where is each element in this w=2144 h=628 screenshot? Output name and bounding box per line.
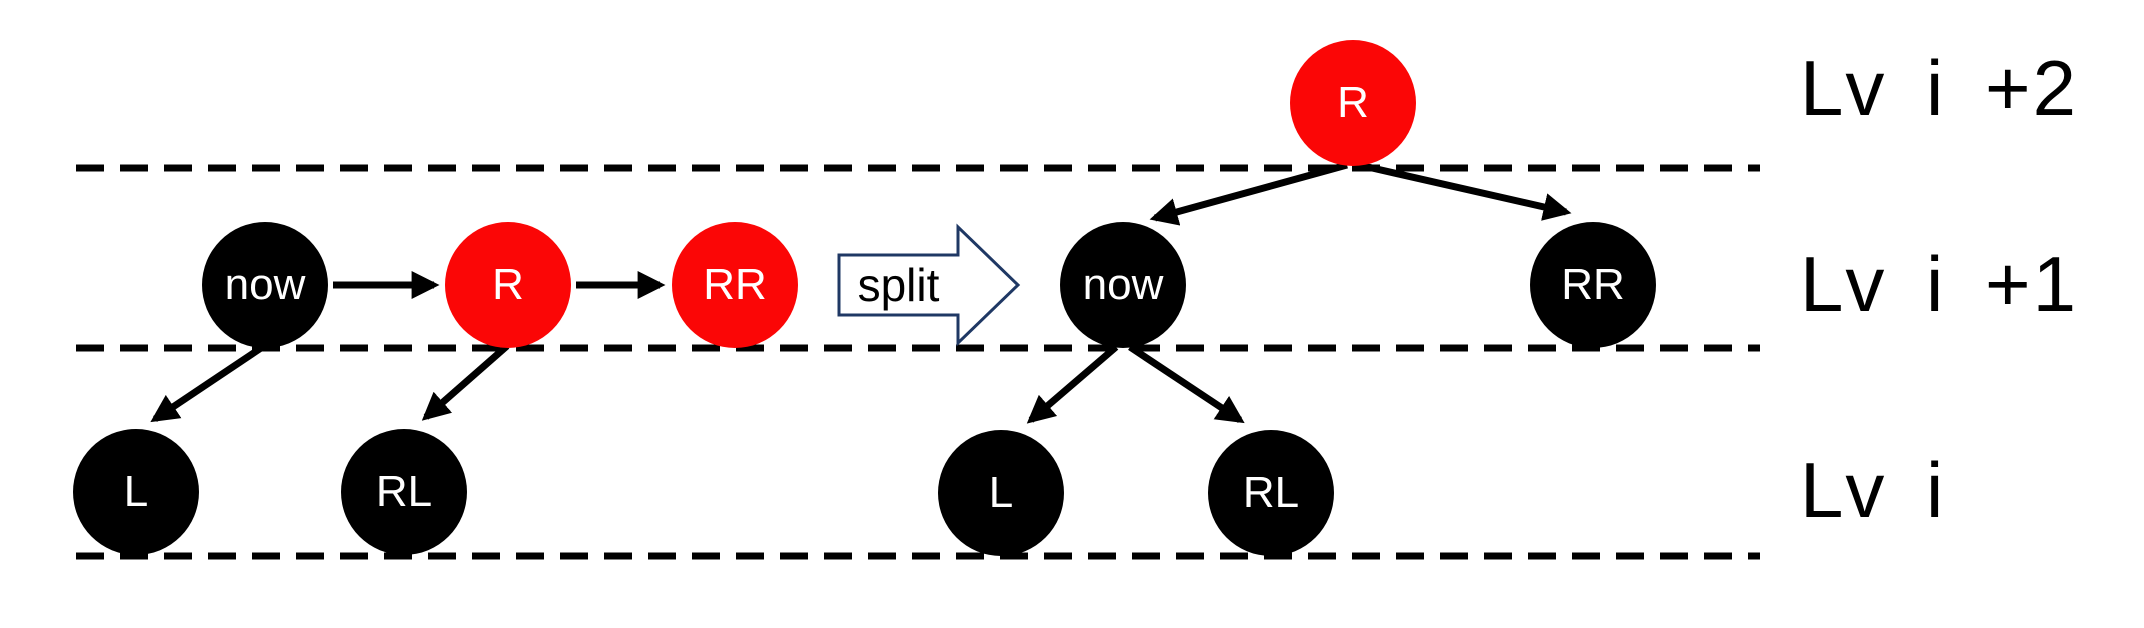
node-after-rl: RL xyxy=(1208,430,1334,556)
node-before-now: now xyxy=(202,222,328,348)
edge-after-now-to-rl xyxy=(1128,344,1245,424)
node-before-rr: RR xyxy=(672,222,798,348)
node-before-l: L xyxy=(73,429,199,555)
level-label-i: Lv i xyxy=(1800,445,1946,534)
edge-after-r-to-rr xyxy=(1358,161,1572,221)
edge-after-r-to-now xyxy=(1149,161,1348,226)
node-before-rl: RL xyxy=(341,429,467,555)
node-after-now: now xyxy=(1060,222,1186,348)
node-after-r: R xyxy=(1290,40,1416,166)
node-after-l: L xyxy=(938,430,1064,556)
edge-before-r-to-rl xyxy=(421,343,510,421)
node-after-rr: RR xyxy=(1530,222,1656,348)
split-arrow-icon xyxy=(837,223,1021,347)
level-label-i-plus-1: Lv i +1 xyxy=(1800,239,2078,328)
split-arrow-label: split xyxy=(857,259,940,311)
edge-after-now-to-l xyxy=(1026,344,1119,424)
node-before-r: R xyxy=(445,222,571,348)
level-label-i-plus-2: Lv i +2 xyxy=(1800,43,2078,132)
edge-before-now-to-l xyxy=(150,343,266,423)
